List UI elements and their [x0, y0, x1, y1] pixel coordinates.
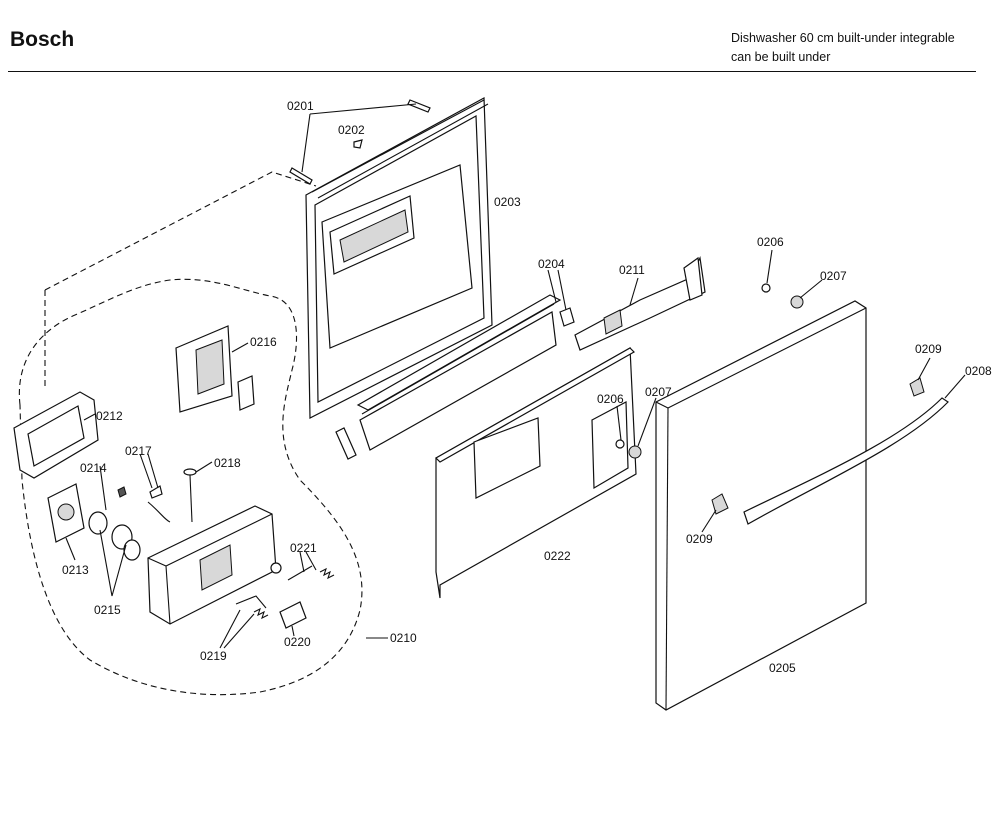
handle-0208	[743, 397, 949, 525]
callout-0220: 0220	[284, 635, 311, 649]
description-line-2: can be built under	[731, 50, 831, 64]
model-description: Dishwasher 60 cm built-under integrable …	[731, 29, 955, 67]
callout-0212: 0212	[96, 409, 123, 423]
frame-0212	[13, 391, 99, 479]
part-0214	[117, 486, 127, 498]
callout-0202: 0202	[338, 123, 365, 137]
springs-0219	[235, 595, 269, 620]
callout-0209-bottom: 0209	[686, 532, 713, 546]
leader-dash-door-top	[44, 171, 317, 291]
screw-0201	[289, 99, 431, 185]
callout-0209-top: 0209	[915, 342, 942, 356]
knob-housing-0213	[47, 483, 85, 543]
control-module-0210	[147, 505, 282, 625]
callout-0216: 0216	[250, 335, 277, 349]
handle-cap-0209-b	[909, 377, 925, 397]
description-line-1: Dishwasher 60 cm built-under integrable	[731, 31, 955, 45]
callout-0222: 0222	[544, 549, 571, 563]
callout-0215: 0215	[94, 603, 121, 617]
handle-cap-0209	[711, 493, 729, 515]
nut-0207	[628, 295, 804, 459]
trim-strip-0204	[335, 294, 575, 460]
callout-0204: 0204	[538, 257, 565, 271]
inner-door-part	[305, 97, 493, 419]
callout-0206-top: 0206	[757, 235, 784, 249]
callout-0221: 0221	[290, 541, 317, 555]
cover-0216	[175, 325, 255, 413]
pin-0218	[183, 468, 197, 523]
callout-0201: 0201	[287, 99, 314, 113]
clip-0202	[353, 139, 363, 149]
callout-0217: 0217	[125, 444, 152, 458]
callout-0206-mid: 0206	[597, 392, 624, 406]
callout-0205: 0205	[769, 661, 796, 675]
callout-0213: 0213	[62, 563, 89, 577]
callout-0211: 0211	[619, 263, 645, 277]
callout-0214: 0214	[80, 461, 107, 475]
callout-0219: 0219	[200, 649, 227, 663]
callout-0207-mid: 0207	[645, 385, 672, 399]
header-rule	[8, 71, 976, 72]
front-panel-0222	[435, 346, 637, 599]
lever-0217	[147, 485, 171, 523]
callout-0218: 0218	[214, 456, 241, 470]
callout-0210: 0210	[390, 631, 417, 645]
callout-0203: 0203	[494, 195, 521, 209]
hinge-0211	[574, 256, 706, 351]
leader-lines	[65, 103, 966, 649]
screw-0206	[615, 283, 771, 449]
callout-0208: 0208	[965, 364, 992, 378]
callout-0207-top: 0207	[820, 269, 847, 283]
switch-0220	[279, 601, 307, 629]
assembly-outline-0210	[18, 278, 363, 696]
springs-0221	[287, 565, 335, 581]
brand-title: Bosch	[10, 28, 75, 51]
rings-0215	[88, 511, 141, 561]
